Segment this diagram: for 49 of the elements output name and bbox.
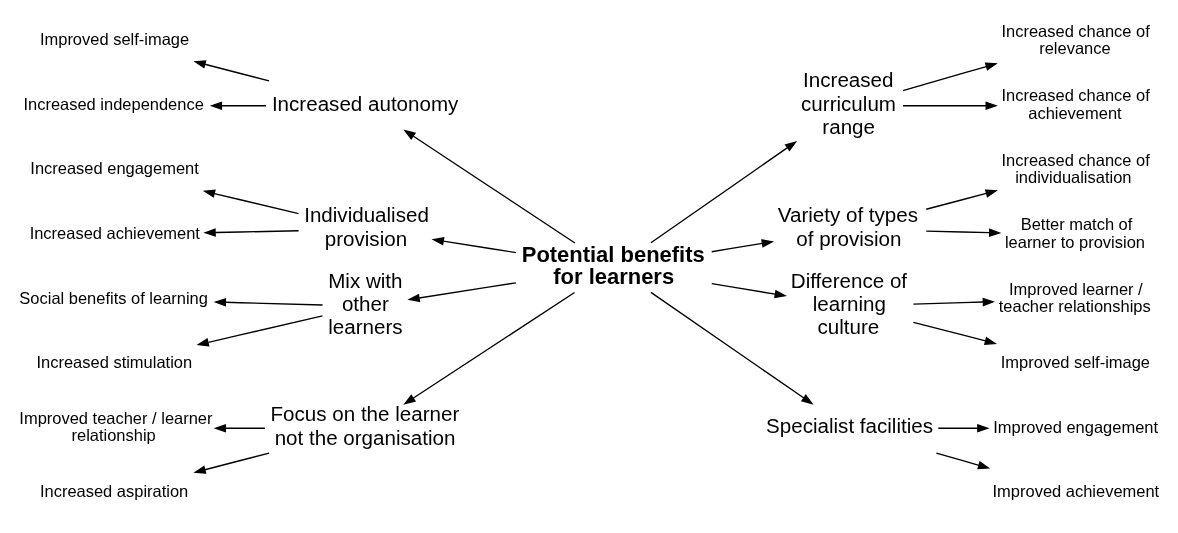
arrow — [925, 227, 1002, 237]
node-text: Increased achievement — [29, 223, 200, 242]
node-text: Specialist facilities — [766, 413, 934, 437]
arrow — [650, 291, 814, 405]
node-text: Mix with other learners — [328, 268, 403, 338]
arrow — [937, 423, 990, 433]
node-text: Improved self-image — [1000, 352, 1150, 371]
node-text: Increased autonomy — [271, 91, 459, 115]
arrow — [935, 451, 991, 469]
node-text: Increased curriculum range — [801, 67, 896, 138]
node-text: Increased engagement — [30, 158, 199, 177]
node-text: Improved teacher / learner relationship — [19, 408, 213, 444]
arrow — [925, 188, 998, 210]
node-text: Improved self-image — [39, 29, 190, 48]
node-text: Increased chance of relevance — [1001, 21, 1150, 57]
arrow — [711, 282, 787, 298]
arrow — [196, 314, 324, 347]
arrow — [902, 62, 998, 91]
node-text: Potential benefits for learners — [521, 241, 705, 289]
arrow — [912, 321, 998, 345]
node-text: Individualised provision — [304, 202, 429, 250]
arrow — [203, 227, 300, 237]
node-text: Increased stimulation — [36, 352, 193, 371]
arrow — [213, 423, 266, 433]
node-text: Increased independence — [23, 94, 204, 113]
node-text: Improved achievement — [992, 481, 1160, 500]
arrow — [213, 297, 324, 307]
arrow — [650, 140, 798, 243]
arrow — [209, 100, 267, 110]
node-text: Increased chance of achievement — [1001, 85, 1150, 122]
node-text: Better match of learner to provision — [1004, 214, 1145, 251]
arrow — [407, 281, 517, 302]
arrow — [403, 129, 576, 244]
node-text: Difference of learning culture — [790, 268, 908, 338]
arrow — [193, 59, 270, 82]
arrow — [431, 236, 517, 253]
arrow — [711, 238, 774, 252]
node-text: Focus on the learner not the organisation — [270, 401, 460, 449]
arrow — [193, 451, 270, 474]
node-text: Improved learner / teacher relationships — [998, 279, 1151, 315]
node-text: Increased chance of individualisation — [1001, 150, 1150, 186]
arrow — [902, 100, 998, 110]
arrow — [403, 291, 576, 405]
node-text: Increased aspiration — [39, 481, 189, 500]
node-text: Variety of types of provision — [777, 202, 919, 250]
arrow — [912, 297, 996, 306]
node-text: Social benefits of learning — [19, 288, 208, 307]
node-text: Improved engagement — [993, 417, 1159, 436]
arrow — [202, 188, 300, 214]
